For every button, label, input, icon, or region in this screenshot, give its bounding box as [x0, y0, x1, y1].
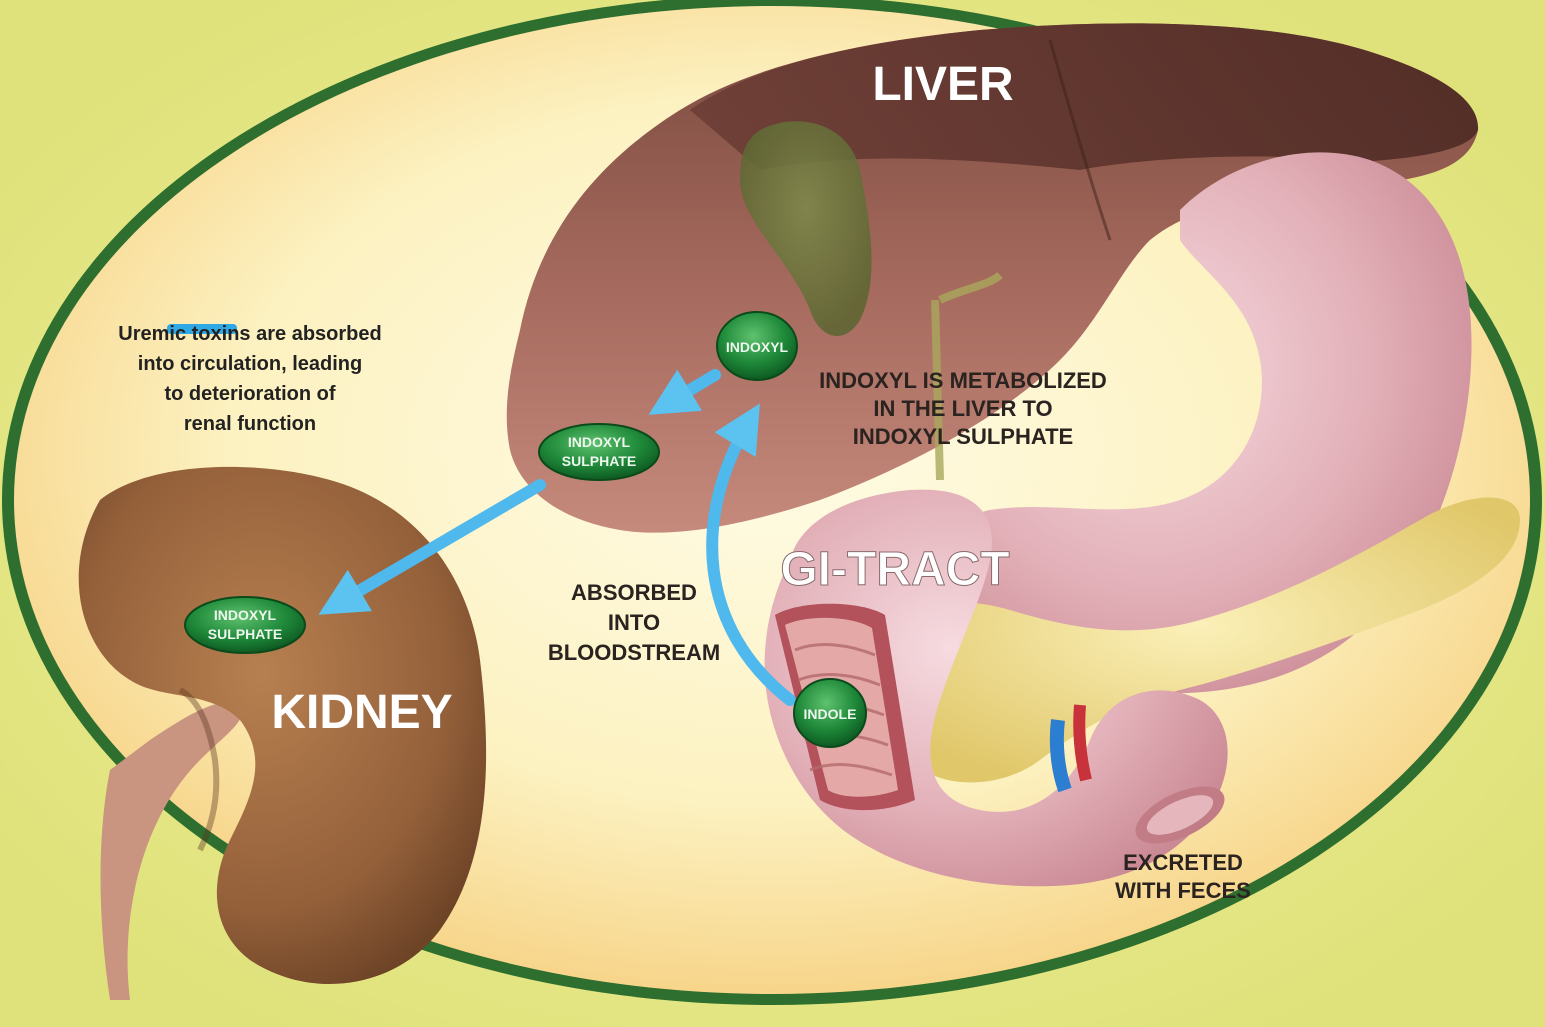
annotation-absorbed-line-2: INTO [608, 610, 660, 635]
legend-line-1: Uremic toxins are absorbed [118, 323, 381, 345]
indoxyl-label: INDOXYL [726, 339, 789, 355]
annotation-absorbed-line-1: ABSORBED [571, 580, 697, 605]
indoxyl-pill: INDOXYL [717, 312, 797, 380]
annotation-metabolized-line-1: INDOXYL IS METABOLIZED [819, 368, 1107, 393]
liver-title: LIVER [872, 58, 1013, 111]
indoxyl-sulphate-kidney-label-1: INDOXYL [214, 607, 277, 623]
indoxyl-sulphate-liver-pill: INDOXYL SULPHATE [539, 424, 659, 480]
indole-label: INDOLE [804, 706, 857, 722]
indoxyl-sulphate-liver-label-2: SULPHATE [562, 453, 636, 469]
kidney-title: KIDNEY [271, 686, 452, 739]
indoxyl-sulphate-liver-label-1: INDOXYL [568, 434, 631, 450]
gi-tract-title: GI-TRACT [780, 543, 1009, 596]
indoxyl-sulphate-kidney-pill: INDOXYL SULPHATE [185, 597, 305, 653]
annotation-excreted-line-1: EXCRETED [1123, 850, 1243, 875]
indoxyl-sulphate-kidney-label-2: SULPHATE [208, 626, 282, 642]
annotation-metabolized-line-2: IN THE LIVER TO [873, 396, 1052, 421]
legend-line-3: to deterioration of [164, 383, 335, 405]
annotation-metabolized-line-3: INDOXYL SULPHATE [853, 424, 1073, 449]
legend-line-2: into circulation, leading [138, 353, 362, 375]
annotation-absorbed-line-3: BLOODSTREAM [548, 640, 720, 665]
legend-line-4: renal function [184, 413, 316, 435]
indole-pill: INDOLE [794, 679, 866, 747]
annotation-excreted-line-2: WITH FECES [1115, 878, 1251, 903]
